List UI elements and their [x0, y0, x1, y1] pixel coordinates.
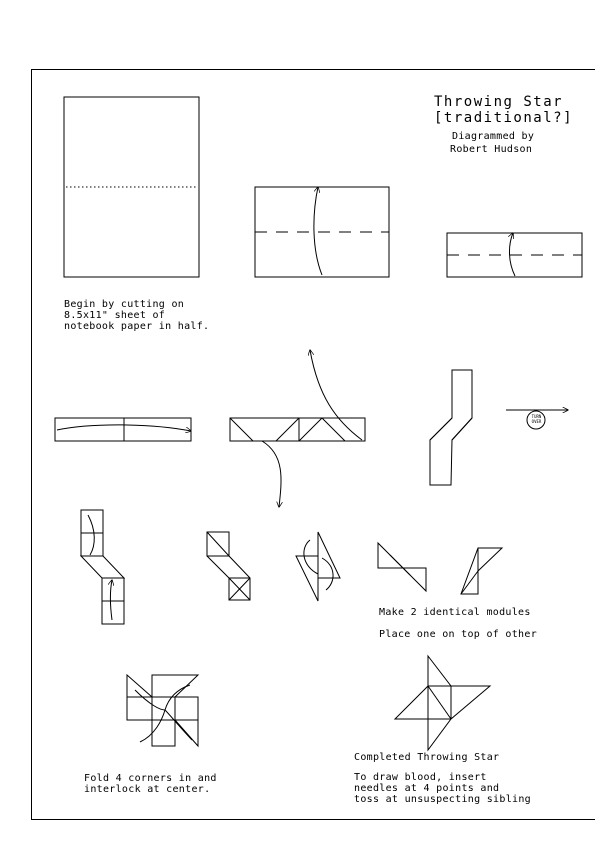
step1-text-line-2: 8.5x11" sheet of	[64, 310, 166, 321]
module-step-d	[377, 541, 427, 593]
z-shape-module	[429, 369, 473, 486]
module-step-a	[79, 509, 126, 625]
module-step-e	[460, 547, 504, 595]
note-text-line-2: needles at 4 points and	[354, 783, 500, 794]
fold-text-line-2: interlock at center.	[84, 784, 211, 795]
modules-text-line-1: Make 2 identical modules	[379, 607, 531, 618]
module-step-c	[295, 531, 341, 602]
turn-over-symbol	[506, 410, 568, 430]
strip-fold	[446, 233, 583, 278]
step1-text-line-1: Begin by cutting on	[64, 299, 185, 310]
module-step-b	[206, 531, 251, 601]
step1-text-line-3: notebook paper in half.	[64, 321, 210, 332]
half-sheet-fold	[254, 187, 390, 278]
note-text-line-1: To draw blood, insert	[354, 772, 487, 783]
long-strip	[54, 417, 191, 442]
turn-over-label: TURN OVER	[531, 414, 542, 424]
credit-line-2: Robert Hudson	[450, 144, 533, 155]
note-text-line-3: toss at unsuspecting sibling	[354, 794, 531, 805]
title-line-1: Throwing Star	[434, 94, 564, 110]
sheet-with-cut-line	[63, 96, 200, 278]
diagram-frame	[31, 69, 595, 820]
fold-text-line-1: Fold 4 corners in and	[84, 773, 217, 784]
completed-star	[393, 654, 492, 752]
credit-line-1: Diagrammed by	[452, 131, 535, 142]
modules-text-line-2: Place one on top of other	[379, 629, 538, 640]
strip-diagonal-folds	[229, 350, 366, 507]
interlock-diagram	[126, 673, 200, 748]
completed-label: Completed Throwing Star	[354, 752, 500, 763]
title-line-2: [traditional?]	[434, 110, 574, 126]
